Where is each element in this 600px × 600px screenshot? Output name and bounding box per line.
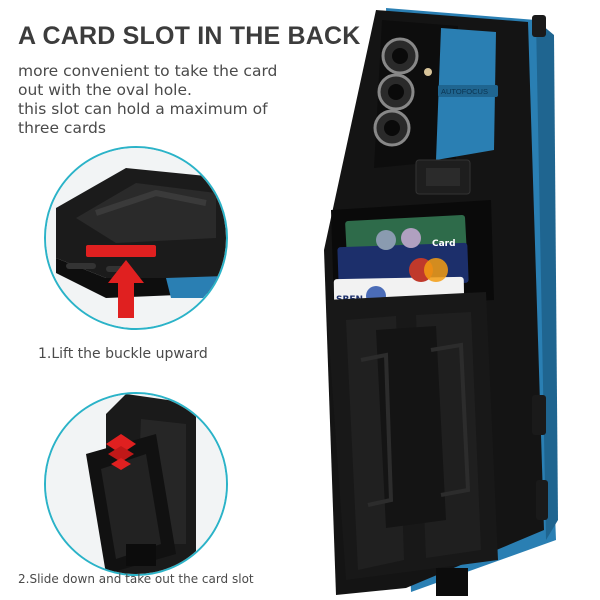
feature-description: more convenient to take the card out wit… [18,62,318,138]
step-2-caption: 2.Slide down and take out the card slot [18,572,254,586]
slide-down-closeup-image [44,392,228,576]
description-line: out with the oval hole. [18,81,192,99]
description-line: more convenient to take the card [18,62,278,80]
page-title: A CARD SLOT IN THE BACK [18,22,361,50]
arrow-up-icon [108,260,144,318]
chevron-icon [106,434,136,454]
buckle-closeup-image [44,146,228,330]
card-label: Card [432,239,456,249]
camera-label: AUTOFOCUS [441,87,488,96]
step-1-caption: 1.Lift the buckle upward [38,346,208,362]
description-line: this slot can hold a maximum of [18,100,268,118]
description-line: three cards [18,119,106,137]
phone-case-image: AUTOFOCUS Card SREN SA [324,8,558,596]
